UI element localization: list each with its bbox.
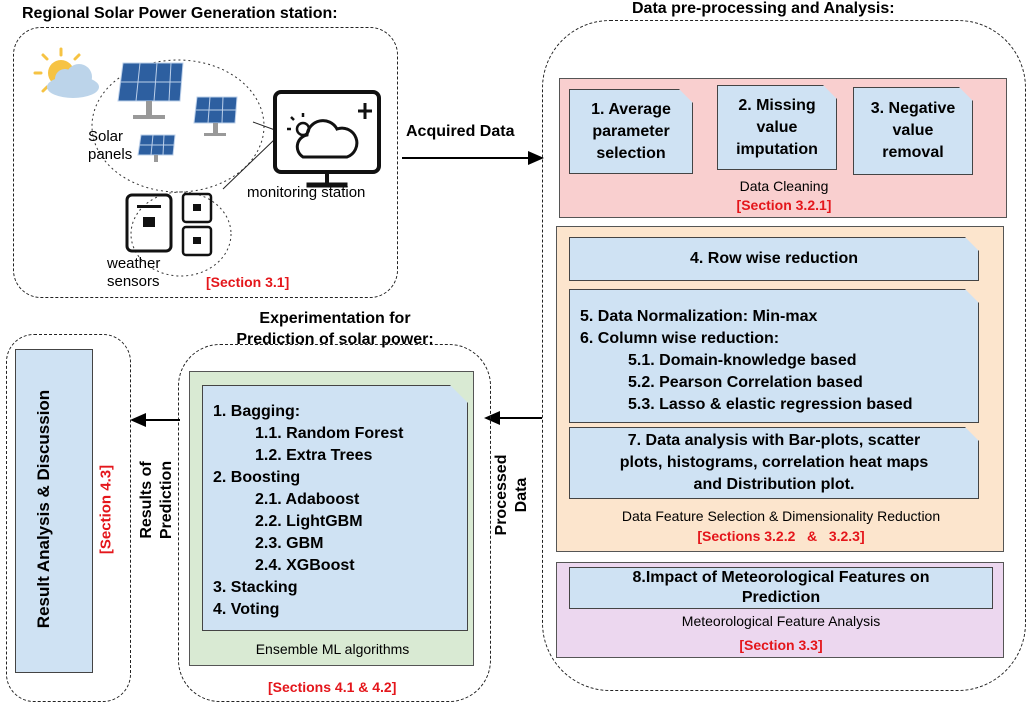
algorithm-item: 2.4. XGBoost xyxy=(255,557,355,574)
cleaning-step-line: 2. Missing xyxy=(738,96,816,114)
meteorological-line: 8.Impact of Meteorological Features on xyxy=(632,569,930,586)
acquired-data-label: Acquired Data xyxy=(406,123,515,140)
experimentation-section-ref: [Sections 4.1 & 4.2] xyxy=(268,679,397,695)
analysis-line: plots, histograms, correlation heat maps xyxy=(619,454,929,471)
algorithm-item: 2. Boosting xyxy=(213,469,301,486)
feature-selection-label: Data Feature Selection & Dimensionality … xyxy=(621,508,941,524)
cleaning-step-line: value xyxy=(892,122,934,139)
meteorological-impact-step: 8.Impact of Meteorological Features on P… xyxy=(569,567,993,609)
experimentation-title: Experimentation for Prediction of solar … xyxy=(218,308,452,350)
experimentation-title-line: Prediction of solar power: xyxy=(236,331,434,348)
result-section-ref: [Section 4.3] xyxy=(97,464,115,555)
results-line: Results of xyxy=(138,461,155,539)
result-analysis-title: Result Analysis & Discussion xyxy=(34,389,53,629)
results-arrow xyxy=(130,413,180,427)
algorithm-item: 1. Bagging: xyxy=(213,403,301,420)
feature-selection-panel: 4. Row wise reduction 5. Data Normalizat… xyxy=(556,226,1004,552)
cleaning-step-line: selection xyxy=(596,144,666,162)
cleaning-step-line: parameter xyxy=(592,122,670,140)
row-reduction-step: 4. Row wise reduction xyxy=(569,237,979,281)
algorithm-item: 1.2. Extra Trees xyxy=(255,447,373,464)
result-analysis-box xyxy=(15,349,93,673)
normalization-line: 6. Column wise reduction: xyxy=(580,330,780,347)
processed-data-line: Processed xyxy=(493,454,510,536)
data-cleaning-panel: 1. Average parameter selection 2. Missin… xyxy=(559,78,1007,218)
sensor-detail-icon xyxy=(137,204,201,244)
cleaning-step-negative: 3. Negative value removal xyxy=(853,87,973,175)
cleaning-step-missing: 2. Missing value imputation xyxy=(717,85,837,170)
normalization-line: 5. Data Normalization: Min-max xyxy=(580,308,818,325)
source-group xyxy=(13,27,398,298)
meteorological-section-ref: [Section 3.3] xyxy=(739,637,823,653)
solar-panel-icon xyxy=(193,96,238,136)
meteorological-label: Meteorological Feature Analysis xyxy=(681,613,881,629)
sensor-icon xyxy=(125,192,213,257)
algorithm-item: 3. Stacking xyxy=(213,579,298,596)
analysis-line: and Distribution plot. xyxy=(693,476,855,493)
solar-panel-icon xyxy=(137,134,176,162)
algorithm-item: 4. Voting xyxy=(213,601,280,618)
algorithm-item: 2.3. GBM xyxy=(255,535,324,552)
data-cleaning-label: Data Cleaning xyxy=(739,178,829,194)
data-analysis-step: 7. Data analysis with Bar-plots, scatter… xyxy=(569,427,979,499)
algorithm-list: 1. Bagging: 1.1. Random Forest 1.2. Extr… xyxy=(202,385,468,631)
processed-data-line: Data xyxy=(513,477,530,513)
algorithm-item: 1.1. Random Forest xyxy=(255,425,404,442)
preprocessing-title: Data pre-processing and Analysis: xyxy=(632,0,895,17)
result-group xyxy=(6,334,131,702)
normalization-line: 5.2. Pearson Correlation based xyxy=(628,374,863,391)
results-line: Prediction xyxy=(158,460,175,540)
weather-sensors-label: weather sensors xyxy=(107,255,161,290)
monitoring-station-icon xyxy=(273,90,381,188)
cleaning-step-line: imputation xyxy=(736,140,818,158)
monitoring-station-label: monitoring station xyxy=(247,184,366,201)
meteorological-line: Prediction xyxy=(741,589,821,606)
weather-icon xyxy=(33,47,99,98)
normalization-line: 5.3. Lasso & elastic regression based xyxy=(628,396,913,413)
cleaning-step-line: value xyxy=(756,118,798,136)
row-reduction-text: 4. Row wise reduction xyxy=(689,250,859,267)
normalization-line: 5.1. Domain-knowledge based xyxy=(628,352,857,369)
acquired-data-arrow xyxy=(402,151,544,165)
ensemble-panel: 1. Bagging: 1.1. Random Forest 1.2. Extr… xyxy=(189,371,474,666)
experimentation-title-line: Experimentation for xyxy=(259,310,411,327)
cleaning-step-line: removal xyxy=(882,144,944,161)
source-illustration xyxy=(33,47,381,277)
feature-selection-section-ref: [Sections 3.2.2 & 3.2.3] xyxy=(697,528,865,544)
cleaning-step-line: 3. Negative xyxy=(870,100,956,117)
processed-data-label: Processed Data xyxy=(492,445,532,545)
source-section-ref: [Section 3.1] xyxy=(206,274,290,290)
analysis-line: 7. Data analysis with Bar-plots, scatter xyxy=(627,432,921,449)
data-cleaning-section-ref: [Section 3.2.1] xyxy=(736,197,832,213)
algorithm-item: 2.1. Adaboost xyxy=(255,491,360,508)
source-title: Regional Solar Power Generation station: xyxy=(22,5,338,22)
cleaning-step-line: 1. Average xyxy=(591,100,671,118)
solar-panel-icon xyxy=(117,62,184,119)
cleaning-step-average: 1. Average parameter selection xyxy=(569,89,693,174)
algorithm-item: 2.2. LightGBM xyxy=(255,513,363,530)
results-label: Results of Prediction xyxy=(137,445,177,555)
solar-panels-label: Solar panels xyxy=(88,128,133,163)
experimentation-group xyxy=(178,344,491,702)
normalization-step: 5. Data Normalization: Min-max 6. Column… xyxy=(569,289,979,423)
preprocessing-group xyxy=(542,20,1026,691)
meteorological-panel: 8.Impact of Meteorological Features on P… xyxy=(556,562,1004,658)
ensemble-label: Ensemble ML algorithms xyxy=(255,641,410,657)
processed-data-arrow xyxy=(484,411,542,425)
